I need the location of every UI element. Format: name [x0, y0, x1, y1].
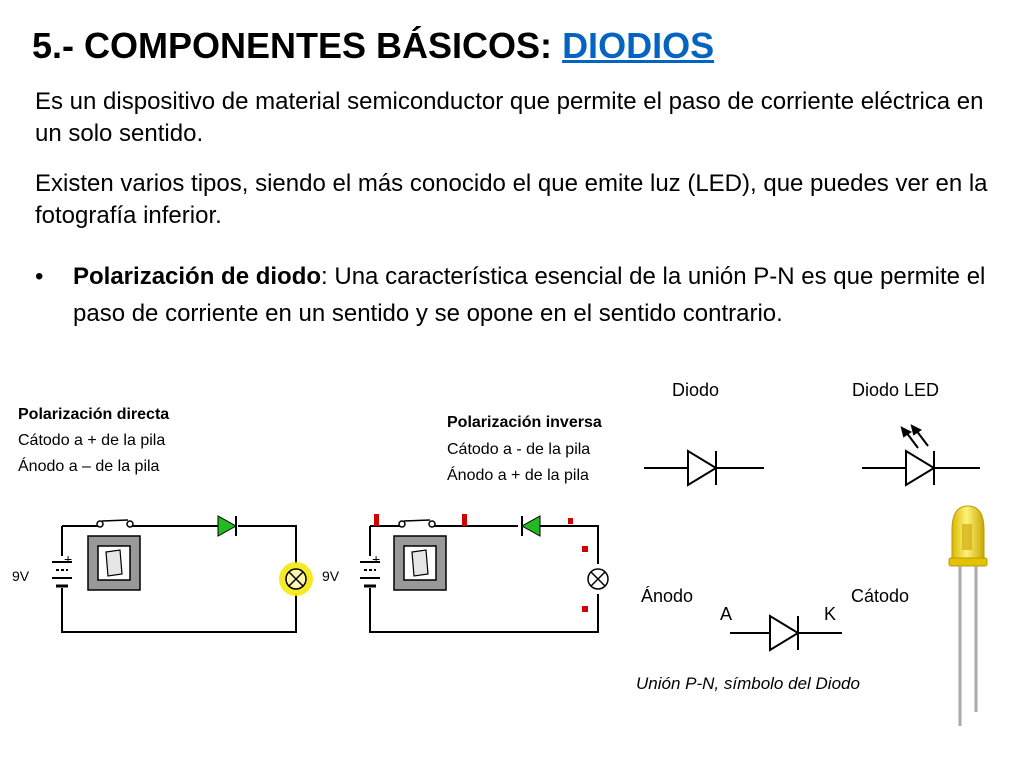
- paragraph-definition: Es un dispositivo de material semiconduc…: [35, 88, 984, 147]
- led-photo: [948, 505, 988, 726]
- forward-line1: Cátodo a + de la pila: [18, 432, 166, 449]
- forward-plus: +: [64, 551, 73, 567]
- cathode-letter: K: [824, 604, 837, 624]
- anode-label: Ánodo: [641, 586, 694, 606]
- reverse-battery-label: 9V: [322, 568, 340, 584]
- light-rays-icon: [900, 424, 929, 449]
- reverse-plus: +: [372, 551, 381, 567]
- switch-icon: [87, 519, 141, 591]
- bullet-text: : Una característica esencial de la unió…: [73, 263, 986, 327]
- reverse-line2: Ánodo a + de la pila: [447, 467, 589, 484]
- forward-battery-label: 9V: [12, 568, 30, 584]
- reverse-circuit-diagram: [360, 514, 609, 633]
- anode-letter: A: [720, 604, 733, 624]
- reverse-title: Polarización inversa: [447, 414, 602, 431]
- reverse-battery-icon: [360, 561, 380, 588]
- reverse-markers: [374, 514, 588, 612]
- forward-battery-icon: [52, 561, 72, 588]
- paragraph-types: Existen varios tipos, siendo el más cono…: [35, 170, 988, 229]
- switch-icon: [393, 519, 447, 591]
- reverse-diode-icon: [520, 515, 541, 537]
- pn-diode-symbol: [730, 614, 842, 652]
- diode-symbol: [644, 449, 764, 487]
- lamp-off-icon: [587, 568, 609, 590]
- forward-title: Polarización directa: [18, 406, 170, 423]
- forward-diode-icon: [217, 515, 238, 537]
- bullet-dot-icon: •: [35, 263, 44, 290]
- forward-line2: Ánodo a – de la pila: [18, 458, 160, 475]
- title-link[interactable]: DIODIOS: [562, 25, 715, 66]
- led-label: Diodo LED: [852, 380, 940, 400]
- slide-title: 5.- COMPONENTES BÁSICOS: DIODIOS: [32, 24, 714, 68]
- diode-label: Diodo: [672, 380, 720, 400]
- led-symbol: [862, 424, 980, 487]
- bullet-polarization: • Polarización de diodo: Una característ…: [35, 258, 1000, 332]
- forward-circuit-diagram: [52, 515, 313, 633]
- title-prefix: 5.- COMPONENTES BÁSICOS:: [32, 25, 563, 66]
- reverse-line1: Cátodo a - de la pila: [447, 441, 591, 458]
- cathode-label: Cátodo: [851, 586, 910, 606]
- lamp-on-icon: [279, 562, 313, 596]
- bullet-bold: Polarización de diodo: [73, 263, 322, 290]
- pn-caption: Unión P-N, símbolo del Diodo: [636, 674, 860, 693]
